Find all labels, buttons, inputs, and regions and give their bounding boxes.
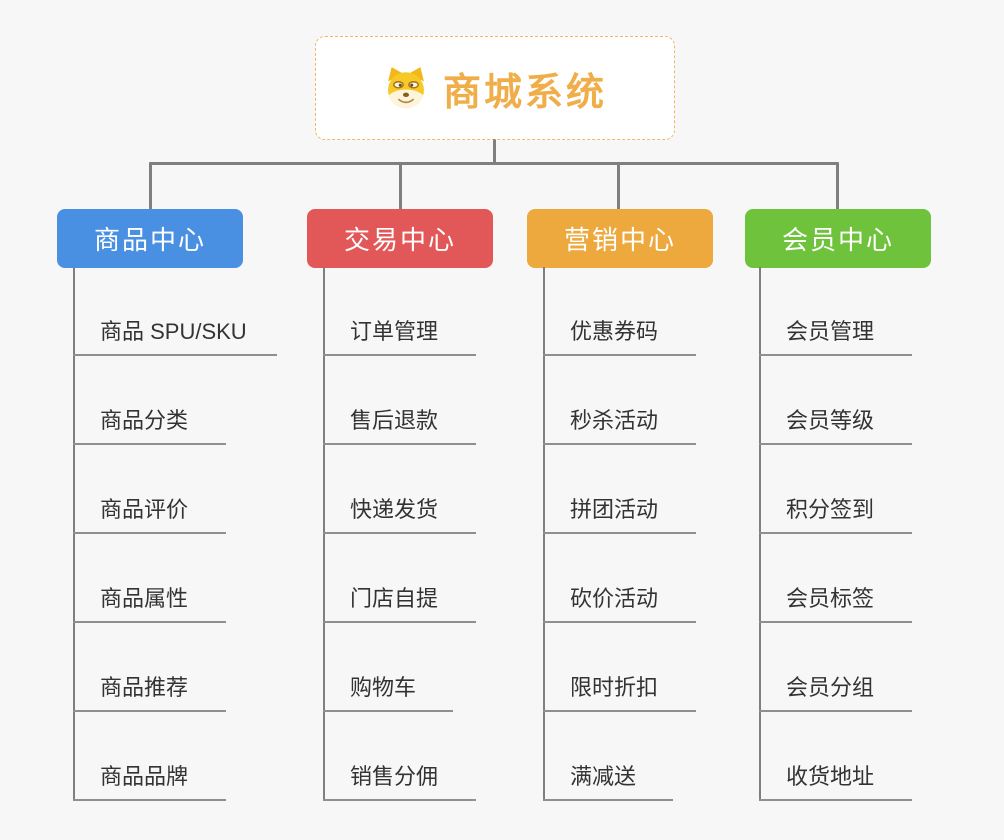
connector-line: [399, 162, 402, 210]
connector-line: [149, 162, 839, 165]
leaf-topic[interactable]: 会员管理: [759, 267, 912, 356]
leaf-topic[interactable]: 会员等级: [759, 356, 912, 445]
branch-children-product: 商品 SPU/SKU 商品分类 商品评价 商品属性 商品推荐 商品品牌: [73, 267, 277, 801]
branch-children-marketing: 优惠券码 秒杀活动 拼团活动 砍价活动 限时折扣 满减送: [543, 267, 696, 801]
leaf-topic[interactable]: 商品评价: [73, 445, 226, 534]
leaf-topic[interactable]: 限时折扣: [543, 623, 696, 712]
leaf-topic[interactable]: 购物车: [323, 623, 453, 712]
leaf-topic[interactable]: 门店自提: [323, 534, 476, 623]
root-topic[interactable]: 商城系统: [315, 36, 675, 140]
leaf-topic[interactable]: 商品推荐: [73, 623, 226, 712]
branch-topic-trade[interactable]: 交易中心: [307, 209, 493, 268]
leaf-topic[interactable]: 砍价活动: [543, 534, 696, 623]
branch-children-trade: 订单管理 售后退款 快递发货 门店自提 购物车 销售分佣: [323, 267, 476, 801]
leaf-topic[interactable]: 商品分类: [73, 356, 226, 445]
doge-face-icon: [383, 65, 429, 111]
connector-line: [493, 139, 496, 164]
leaf-topic[interactable]: 商品属性: [73, 534, 226, 623]
leaf-topic[interactable]: 订单管理: [323, 267, 476, 356]
leaf-topic[interactable]: 商品 SPU/SKU: [73, 267, 277, 356]
leaf-topic[interactable]: 销售分佣: [323, 712, 476, 801]
connector-line: [836, 162, 839, 210]
branch-topic-marketing[interactable]: 营销中心: [527, 209, 713, 268]
connector-line: [543, 267, 545, 801]
leaf-topic[interactable]: 会员分组: [759, 623, 912, 712]
leaf-topic[interactable]: 优惠券码: [543, 267, 696, 356]
root-topic-title: 商城系统: [442, 71, 607, 114]
connector-line: [759, 267, 761, 801]
branch-topic-product[interactable]: 商品中心: [57, 209, 243, 268]
leaf-topic[interactable]: 商品品牌: [73, 712, 226, 801]
leaf-topic[interactable]: 秒杀活动: [543, 356, 696, 445]
leaf-topic[interactable]: 拼团活动: [543, 445, 696, 534]
leaf-topic[interactable]: 收货地址: [759, 712, 912, 801]
leaf-topic[interactable]: 会员标签: [759, 534, 912, 623]
leaf-topic[interactable]: 积分签到: [759, 445, 912, 534]
connector-line: [323, 267, 325, 801]
leaf-topic[interactable]: 满减送: [543, 712, 673, 801]
connector-line: [73, 267, 75, 801]
branch-children-member: 会员管理 会员等级 积分签到 会员标签 会员分组 收货地址: [759, 267, 912, 801]
leaf-topic[interactable]: 售后退款: [323, 356, 476, 445]
connector-line: [617, 162, 620, 210]
branch-topic-member[interactable]: 会员中心: [745, 209, 931, 268]
connector-line: [149, 162, 152, 210]
leaf-topic[interactable]: 快递发货: [323, 445, 476, 534]
